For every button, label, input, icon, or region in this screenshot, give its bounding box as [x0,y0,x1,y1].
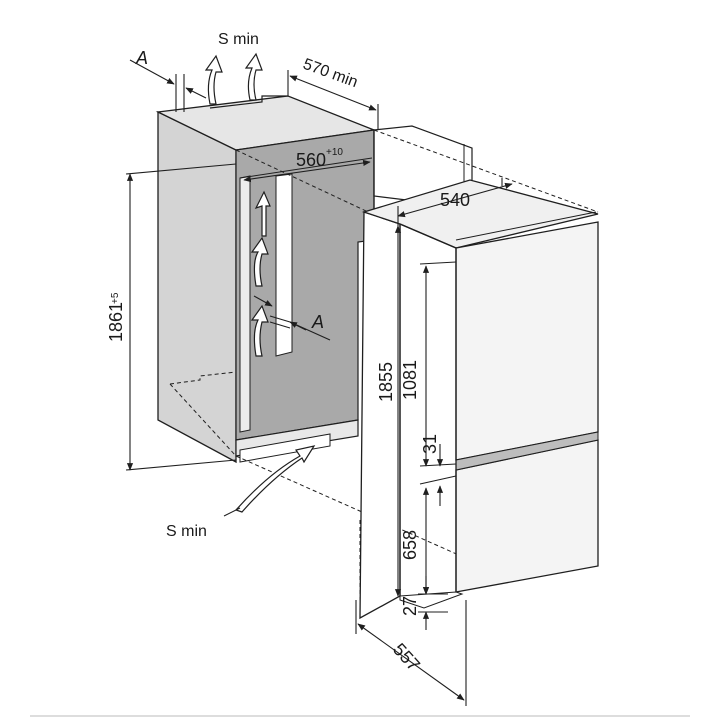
airflow-arrow-icon [204,54,223,105]
label-557: 557 [389,639,424,675]
airflow-arrows-inner [250,190,271,357]
niche-floor-dashed [169,371,237,385]
label-560: 560 [296,150,326,170]
airflow-arrows-top [204,52,263,105]
airflow-arrow-icon [250,236,269,287]
airflow-arrow-bottom-icon [234,445,316,513]
airflow-arrow-icon [244,52,263,101]
dim-a-top [129,59,175,85]
niche-vent-column [275,173,293,357]
label-a-mid: A [311,312,324,332]
label-1861-tolerance: +5 [110,292,121,304]
label-31: 31 [420,434,440,454]
niche-inner-left [239,175,251,433]
dim-560 [243,159,371,183]
label-1855: 1855 [376,362,396,402]
label-27: 27 [400,596,420,616]
niche-side-wall [157,110,237,464]
label-560-tolerance: +10 [326,147,343,158]
label-s-min-top: S min [218,31,259,48]
label-a-top: A [135,48,148,68]
fridge-base-plate [399,591,464,609]
niche-bottom-vent [239,433,331,463]
dim-557 [357,623,465,701]
fridge-side-panel [359,211,401,620]
airflow-arrow-icon [250,304,269,357]
fridge-upper-door [455,221,599,461]
label-540: 540 [440,190,470,210]
airflow-arrow-icon [254,190,271,237]
dim-570 [289,75,377,111]
dim-540 [397,182,513,218]
dim-a-mid [253,295,273,307]
label-1081: 1081 [400,360,420,400]
label-s-min-bottom: S min [166,523,207,540]
label-570-min: 570 min [301,56,360,91]
label-1861: 1861 [106,302,126,342]
label-658: 658 [400,530,420,560]
dimension-lines [125,59,513,706]
niche-top-step [209,95,288,109]
